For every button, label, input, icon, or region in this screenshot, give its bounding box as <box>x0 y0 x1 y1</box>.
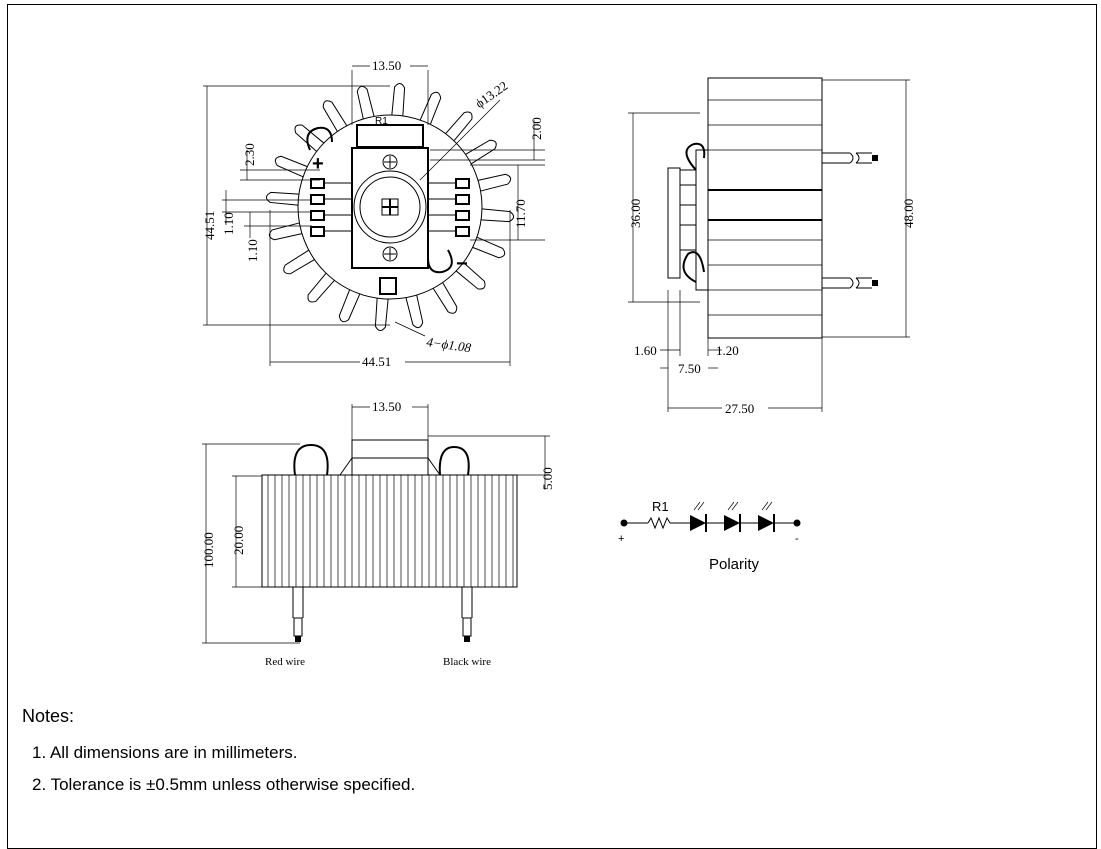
side-pcb <box>695 149 709 291</box>
polarity-minus-label: - <box>795 533 799 545</box>
led-3-icon <box>758 515 774 531</box>
heatsink-fin <box>419 91 442 125</box>
heatsink-fin <box>432 282 458 314</box>
dim-100-00: 100.00 <box>201 532 216 568</box>
heatsink-fin <box>274 155 308 178</box>
dim-1-10-b: 1.10 <box>245 239 260 262</box>
dim-5-00: 5.00 <box>540 467 555 490</box>
polarity-schematic: R1 + - Polarity <box>618 499 801 573</box>
dim-diameter-13-22: ϕ13.22 <box>472 78 510 111</box>
dim-holes: 4−ϕ1.08 <box>426 334 473 355</box>
led-package <box>351 147 429 269</box>
dim-1-10-a: 1.10 <box>221 212 236 235</box>
heatsink-fin <box>405 294 424 329</box>
heatsink-fin <box>477 173 512 192</box>
heatsink-fin <box>391 82 406 116</box>
dim-1-20: 1.20 <box>716 343 739 358</box>
dim-bottom-44-51: 44.51 <box>362 354 391 369</box>
dim-27-50: 27.50 <box>725 401 754 416</box>
heatsink-fin <box>283 249 315 275</box>
top-view: R1 + − <box>202 58 545 369</box>
heatsink-fin <box>465 139 497 165</box>
dim-2-30: 2.30 <box>242 143 257 166</box>
heatsink-fin <box>472 236 506 259</box>
polarity-title: Polarity <box>709 556 760 573</box>
top-plus-mark: + <box>312 153 324 175</box>
lens-outer <box>353 170 427 244</box>
led-1-icon <box>690 515 706 531</box>
label-black-wire: Black wire <box>443 656 491 668</box>
screw-top-icon <box>382 154 398 170</box>
terminal-minus <box>793 519 801 527</box>
drawing-frame <box>7 4 1097 849</box>
front-view: Red wire Black wire 13.50 5.00 100.00 20… <box>201 399 555 668</box>
label-red-wire: Red wire <box>265 656 305 668</box>
front-heatsink-body <box>261 474 518 588</box>
side-view: 36.00 48.00 1.60 1.20 7.50 27.50 <box>628 77 916 416</box>
side-led-package <box>679 169 697 251</box>
heatsink-fin <box>338 289 361 323</box>
dim-front-13-50: 13.50 <box>372 399 401 414</box>
dim-2-00: 2.00 <box>529 117 544 140</box>
heatsink-fin <box>294 124 325 152</box>
logo-mark-icon <box>379 277 397 295</box>
left-pads <box>310 178 325 237</box>
polarity-r1-label: R1 <box>652 499 669 514</box>
right-pads <box>455 178 470 237</box>
notes-title: Notes: <box>22 706 75 726</box>
led-2-icon <box>724 515 740 531</box>
top-view-disc <box>297 114 483 300</box>
notes-section: Notes: 1. All dimensions are in millimet… <box>22 706 415 807</box>
heatsink-fin <box>307 272 335 303</box>
dim-7-50: 7.50 <box>678 361 701 376</box>
heatsink-fin <box>268 222 303 241</box>
heatsink-fin <box>481 208 515 223</box>
dim-11-70: 11.70 <box>513 199 528 228</box>
dim-48-00: 48.00 <box>901 199 916 228</box>
heatsink-fin <box>445 111 473 142</box>
top-r1-label: R1 <box>375 116 388 127</box>
dim-top-13-50: 13.50 <box>372 58 401 73</box>
lens-inner <box>359 176 421 238</box>
heatsink-fin <box>356 85 375 120</box>
note-item-1: 1. All dimensions are in millimeters. <box>32 743 298 762</box>
screw-bottom-icon <box>382 246 398 262</box>
dim-1-60: 1.60 <box>634 343 657 358</box>
top-minus-mark: − <box>456 253 468 275</box>
heatsink-fin <box>374 298 389 332</box>
heatsink-fin <box>455 262 486 290</box>
heatsink-fins <box>265 82 515 332</box>
resistor-r1-pad <box>356 124 424 148</box>
dim-20-00: 20.00 <box>231 526 246 555</box>
resistor-symbol-icon <box>647 516 671 530</box>
note-item-2: 2. Tolerance is ±0.5mm unless otherwise … <box>32 775 416 794</box>
side-heatsink-body <box>707 77 823 339</box>
dim-left-44-51: 44.51 <box>202 211 217 240</box>
heatsink-fin <box>322 100 348 132</box>
heatsink-fin <box>265 191 299 206</box>
polarity-plus-label: + <box>618 533 624 545</box>
dim-36-00: 36.00 <box>628 199 643 228</box>
